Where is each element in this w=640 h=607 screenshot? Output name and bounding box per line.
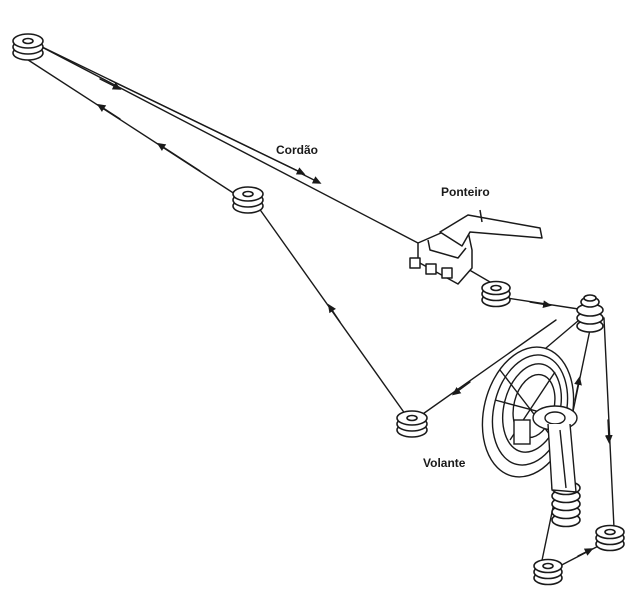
pointer-label: Ponteiro	[441, 185, 490, 199]
pulley-bottom-right	[595, 524, 625, 552]
cord-arrow-return-1	[156, 142, 201, 172]
cord-segment-top-to-pointer	[35, 43, 419, 244]
flywheel	[481, 346, 578, 493]
pulley-lower-middle	[396, 410, 428, 438]
pulley-top-left	[12, 33, 44, 61]
pulley-bottom	[533, 558, 563, 586]
cord-arrow-right-down	[604, 419, 613, 444]
cord-arrow-return-2	[96, 103, 121, 120]
cord-arrow-pulley-right	[529, 300, 552, 309]
cord-arrow-forward-2	[299, 172, 322, 184]
cord-arrow-bottom	[577, 548, 594, 557]
pulley-under-pointer	[481, 280, 511, 308]
flywheel-label: Volante	[423, 456, 466, 470]
pulley-upper-right	[576, 294, 604, 333]
cord-segment-upper-right-down	[603, 317, 615, 529]
pointer-assembly	[409, 209, 543, 285]
cord-arrow-lower	[451, 381, 471, 396]
cord-arrow-diagonal	[327, 303, 341, 323]
cord-label: Cordão	[276, 143, 318, 157]
cord-segment-bottom-left-run	[21, 55, 239, 197]
cord-segment-lower-to-flywheel	[419, 319, 557, 417]
cord-top-run-2	[109, 79, 303, 174]
pulley-middle-left	[232, 186, 264, 214]
cord-arrow-inner-up	[574, 376, 582, 401]
cord-arrow-forward-1	[99, 78, 122, 90]
